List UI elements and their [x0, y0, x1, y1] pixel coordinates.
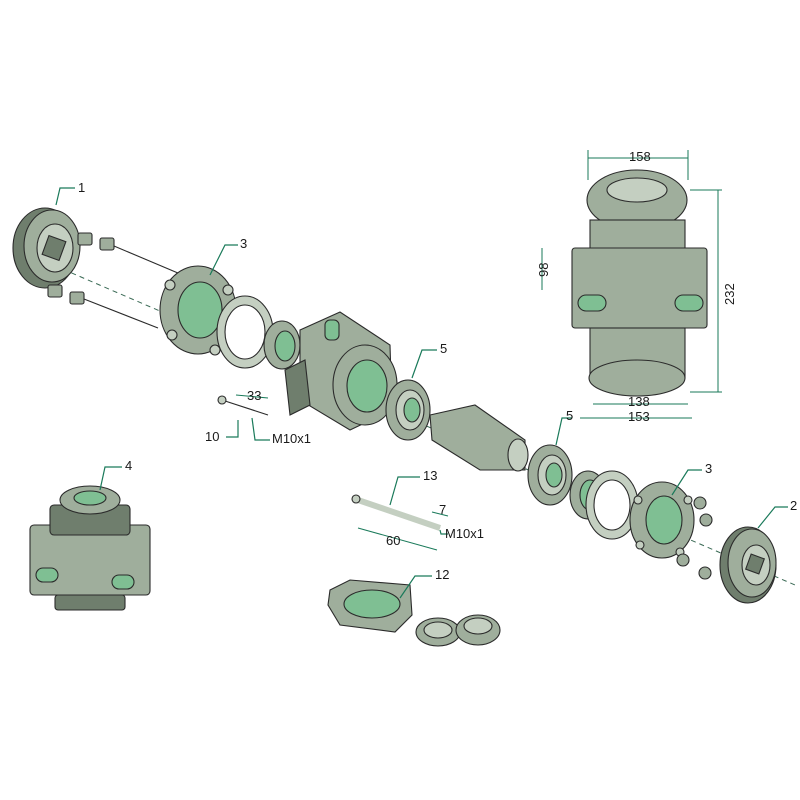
assembly-view-dimensioned: [571, 169, 708, 397]
label-part-5-left: 5: [440, 341, 447, 356]
part-1-pulley: [12, 207, 81, 289]
dim-158: 158: [629, 149, 651, 164]
dim-232: 232: [722, 283, 737, 305]
dim-33: 33: [247, 388, 261, 403]
label-part-10: 10: [205, 429, 219, 444]
label-part-5-right: 5: [566, 408, 573, 423]
nuts: [676, 496, 713, 580]
part-2-pulley: [719, 526, 777, 604]
dim-m10x1-b: M10x1: [445, 526, 484, 541]
dim-60: 60: [386, 533, 400, 548]
label-part-12: 12: [435, 567, 449, 582]
dim-153: 153: [628, 409, 650, 424]
part-5-bearing-left: [385, 379, 431, 441]
bolt-lower: [47, 284, 159, 329]
dim-138: 138: [628, 394, 650, 409]
bolts-group: [47, 232, 186, 329]
label-part-1: 1: [78, 180, 85, 195]
seals-right: [569, 470, 639, 540]
part-10-stud: [217, 395, 269, 416]
dim-7: 7: [439, 502, 446, 517]
label-part-2: 2: [790, 498, 797, 513]
label-part-3-right: 3: [705, 461, 712, 476]
part-5-bearing-right: [527, 444, 573, 506]
part-13-stud: [351, 494, 441, 531]
label-part-4: 4: [125, 458, 132, 473]
dimension-lines: [235, 150, 722, 551]
part-3-flange-right: [629, 481, 695, 559]
main-housing: [284, 311, 398, 431]
shaft: [429, 404, 529, 472]
bolt-upper: [77, 232, 186, 277]
part-12-flange-rings: [327, 579, 501, 647]
dim-98: 98: [536, 263, 551, 277]
leader-lines: [55, 187, 788, 599]
label-part-3-left: 3: [240, 236, 247, 251]
gasket-left: [216, 295, 301, 370]
part-4-assembly: [29, 485, 151, 611]
label-part-13: 13: [423, 468, 437, 483]
dim-m10x1-a: M10x1: [272, 431, 311, 446]
